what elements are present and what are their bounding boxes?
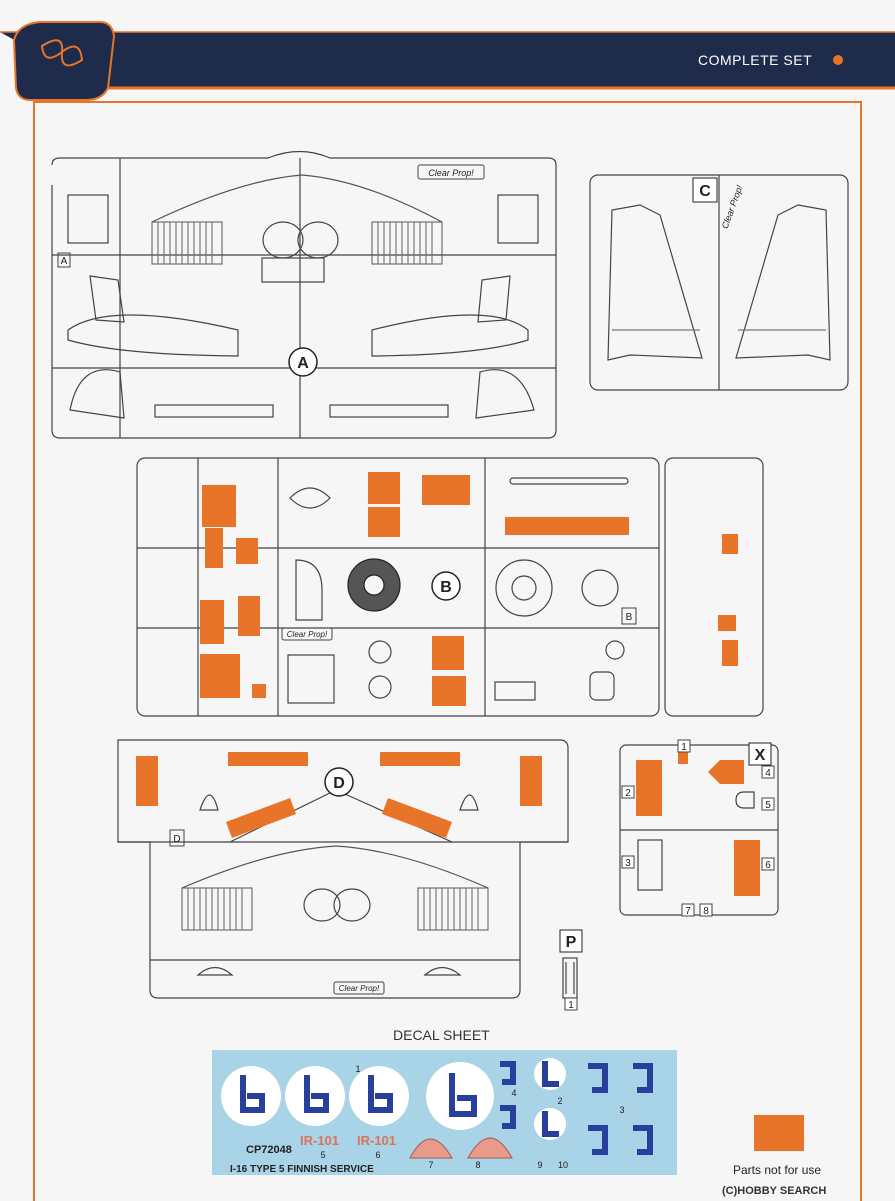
sprue-p-part-number: 1 xyxy=(564,997,578,1011)
sprue-a-corner-tag: A xyxy=(57,252,71,268)
sprue-b-corner-tag: B xyxy=(621,607,637,625)
decal-registration-1: IR-101 xyxy=(300,1133,339,1148)
sprue-b-parts-not-for-use xyxy=(200,472,738,706)
sprue-p-badge: P xyxy=(559,929,583,953)
sprue-b-engine xyxy=(347,558,401,612)
decal-item-8: 8 xyxy=(475,1160,480,1170)
sprue-a-badge: A xyxy=(288,347,318,377)
sprue-p-label: P xyxy=(566,934,577,951)
sprue-a-logo: Clear Prop! xyxy=(417,164,485,180)
swastika-marking xyxy=(240,1061,653,1155)
sprue-p xyxy=(562,957,578,999)
x-part-3: 3 xyxy=(625,858,631,869)
page-title: COMPLETE SET xyxy=(698,52,813,68)
sprue-x-badge: X xyxy=(748,742,772,766)
sprue-c-logo: Clear Prop! xyxy=(720,183,745,230)
sprue-d-badge: D xyxy=(324,767,354,797)
sprue-x xyxy=(619,744,779,916)
x-part-4: 4 xyxy=(765,768,771,779)
x-part-5: 5 xyxy=(765,800,771,811)
sprue-c-label: C xyxy=(699,183,711,200)
decal-item-5: 5 xyxy=(320,1150,325,1160)
decal-item-9: 9 xyxy=(537,1160,542,1170)
d-wing-panel-right xyxy=(417,887,489,931)
sprue-c-badge: C xyxy=(692,177,718,203)
wing-panel-right xyxy=(371,221,443,265)
parts-not-for-use-swatch xyxy=(754,1115,804,1151)
sprue-d-logo: Clear Prop! xyxy=(333,981,385,995)
x-part-7: 7 xyxy=(685,906,691,917)
decal-item-6: 6 xyxy=(375,1150,380,1160)
p-part-1: 1 xyxy=(568,1000,574,1011)
sprue-d-brand: Clear Prop! xyxy=(339,984,380,993)
sprue-c-brand: Clear Prop! xyxy=(720,183,745,230)
x-part-8: 8 xyxy=(703,906,709,917)
brand-logo-badge xyxy=(12,21,116,101)
decal-item-3: 3 xyxy=(619,1105,624,1115)
sprue-a-label: A xyxy=(297,355,309,372)
sprue-d-parts-not-for-use xyxy=(136,752,542,838)
gear-icon xyxy=(833,55,843,65)
sprue-b-badge: B xyxy=(431,571,461,601)
sprue-b-brand: Clear Prop! xyxy=(287,630,328,639)
header-bar xyxy=(0,32,895,88)
sprue-d-corner-tag: D xyxy=(169,829,185,847)
sprue-x-label: X xyxy=(755,747,766,764)
watermark: (C)HOBBY SEARCH xyxy=(722,1185,826,1197)
sprue-a-brand: Clear Prop! xyxy=(428,168,474,178)
wing-panel-left xyxy=(151,221,223,265)
d-wing-panel-left xyxy=(181,887,253,931)
x-part-6: 6 xyxy=(765,860,771,871)
decal-code: CP72048 xyxy=(246,1144,292,1156)
watermark-text: (C)HOBBY SEARCH xyxy=(722,1185,827,1197)
header-band xyxy=(0,21,895,101)
sprue-x-parts-not-for-use xyxy=(636,752,760,896)
sprue-b-label: B xyxy=(440,579,452,596)
decal-item-4: 4 xyxy=(511,1088,516,1098)
decal-subtitle: I-16 TYPE 5 FINNISH SERVICE xyxy=(230,1164,374,1175)
sprue-d-label: D xyxy=(333,775,345,792)
decal-item-2: 2 xyxy=(557,1096,562,1106)
sprue-a-corner-label: A xyxy=(61,256,68,267)
decal-spinner-pattern xyxy=(409,1137,513,1159)
page-frame xyxy=(33,101,862,1201)
decal-item-10: 10 xyxy=(558,1160,568,1170)
sprue-c xyxy=(589,174,849,391)
x-part-2: 2 xyxy=(625,788,631,799)
decal-sheet: CP72048 I-16 TYPE 5 FINNISH SERVICE IR-1… xyxy=(212,1050,677,1175)
decal-registration-2: IR-101 xyxy=(357,1133,396,1148)
decal-item-1: 1 xyxy=(355,1064,360,1074)
sprue-b-corner-label: B xyxy=(626,612,633,623)
sprue-b-logo: Clear Prop! xyxy=(281,627,333,641)
decal-item-7: 7 xyxy=(428,1160,433,1170)
decal-sheet-title: DECAL SHEET xyxy=(393,1027,490,1043)
sprue-b xyxy=(136,457,764,717)
parts-not-for-use-label: Parts not for use xyxy=(733,1163,822,1177)
x-part-1: 1 xyxy=(681,742,687,753)
propeller-icon xyxy=(60,45,84,67)
sprue-x-part-numbers: 1 2 3 4 5 6 7 8 xyxy=(621,739,775,917)
sprue-a xyxy=(51,150,557,439)
sprue-d-corner-label: D xyxy=(173,834,180,845)
